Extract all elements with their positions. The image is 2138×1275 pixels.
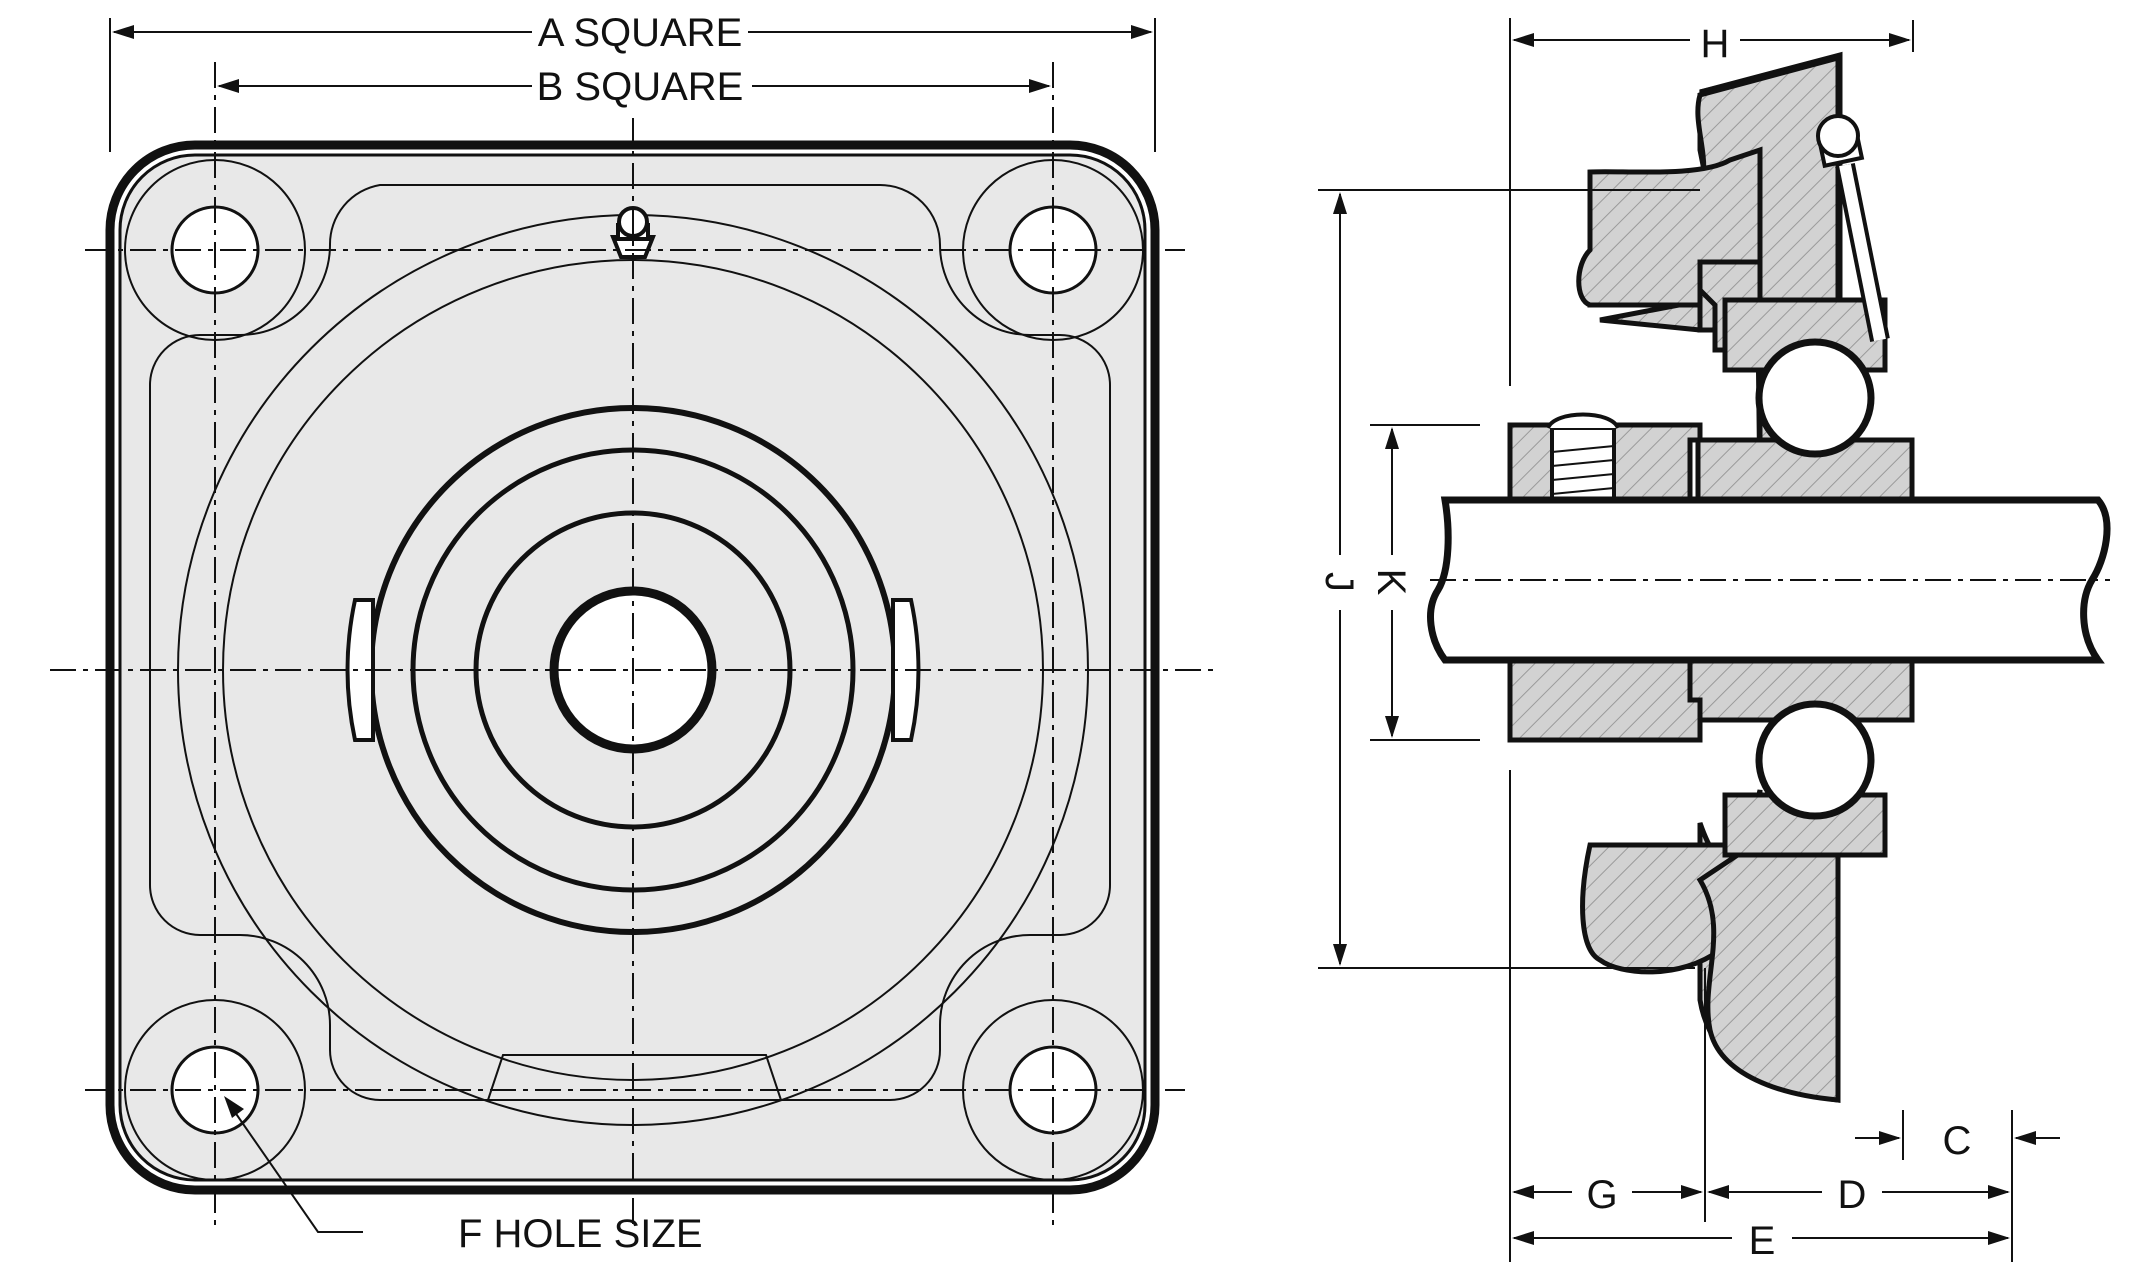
- dimension-e: E: [1512, 1219, 2010, 1263]
- dimension-k: K: [1369, 427, 1413, 738]
- housing-lower-flange: [1696, 837, 1841, 1103]
- leader-f-hole-size: F HOLE SIZE: [224, 1096, 703, 1256]
- dimension-c: C: [1855, 1119, 2060, 1163]
- set-screw: [1546, 412, 1620, 502]
- dimension-a-square: A SQUARE: [109, 11, 1156, 152]
- front-view: A SQUARE B SQUARE F HOLE SIZE: [50, 11, 1215, 1256]
- label-e: E: [1749, 1219, 1776, 1263]
- dimension-h: H: [1512, 22, 1911, 66]
- locking-collar-lower: [1507, 657, 1703, 743]
- label-h: H: [1701, 22, 1730, 66]
- housing-upper-hub: [1576, 146, 1763, 308]
- bearing-ball-upper: [1755, 338, 1875, 458]
- dimension-b-square: B SQUARE: [217, 65, 1051, 109]
- label-g: G: [1586, 1173, 1617, 1217]
- label-k: K: [1369, 569, 1413, 596]
- label-b-square: B SQUARE: [537, 65, 744, 109]
- grease-fitting-side: [1816, 114, 1890, 342]
- dimension-j: J: [1317, 192, 1361, 966]
- label-f-hole-size: F HOLE SIZE: [458, 1212, 703, 1256]
- label-d: D: [1838, 1173, 1867, 1217]
- left-locking-tab: [345, 598, 375, 742]
- dimension-d: D: [1707, 1173, 2010, 1217]
- label-j: J: [1317, 572, 1361, 592]
- label-a-square: A SQUARE: [538, 11, 743, 55]
- label-c: C: [1943, 1119, 1972, 1163]
- dimension-g: G: [1512, 1173, 1703, 1217]
- bearing-ball-lower: [1755, 700, 1875, 820]
- side-section-view: H J K C: [1317, 18, 2111, 1263]
- housing-bottom-flat: [487, 1054, 782, 1101]
